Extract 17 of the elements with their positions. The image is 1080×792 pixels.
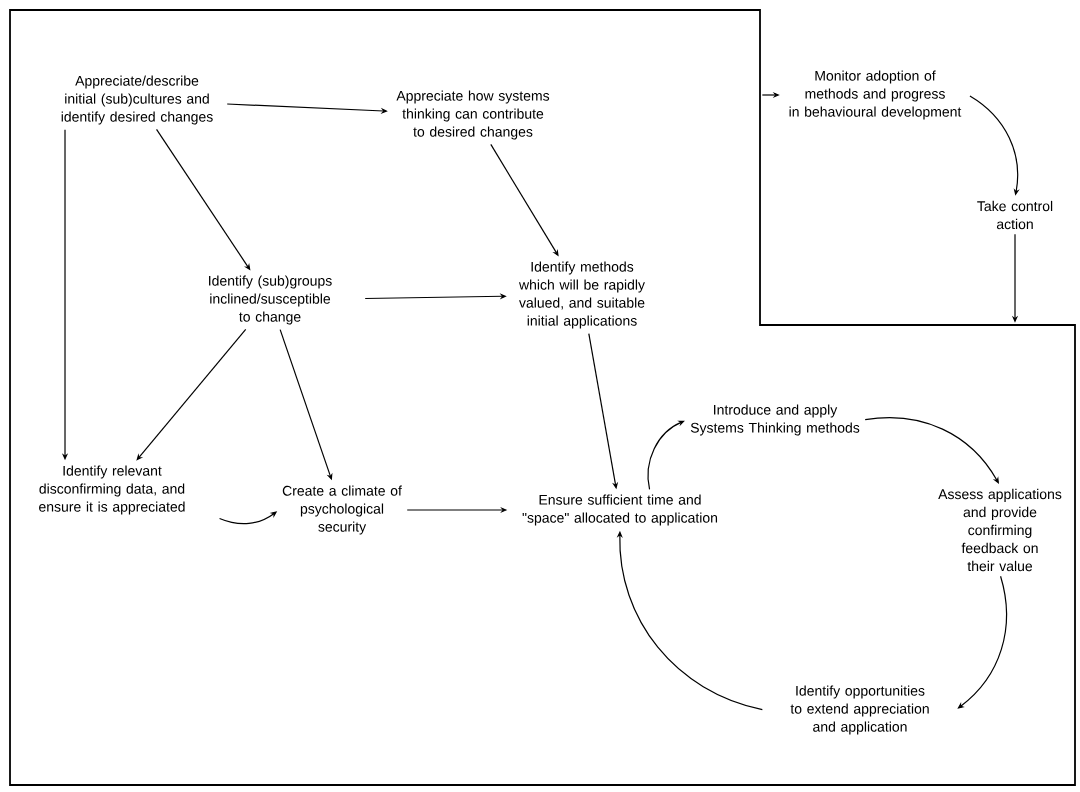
step-text: Ensure sufficient time and "space" allocated to application <box>522 494 718 526</box>
arrow <box>647 420 685 490</box>
step-text: Take control action <box>977 200 1053 230</box>
step-text: Introduce and apply Systems Thinking methods <box>690 404 860 436</box>
arrow <box>864 417 999 484</box>
step-text: Monitor adoption of methods and progress in behavioural development <box>789 70 962 120</box>
arrow <box>136 328 247 461</box>
step-text: Identify (sub)groups inclined/susceptible to change <box>209 275 332 325</box>
step-text: Appreciate how systems thinking can contribute to desired changes <box>396 90 550 140</box>
step-text: Identify opportunities to extend appreciation and application <box>790 685 929 735</box>
step-text: Identify relevant disconfirming data, and ensure it is appreciated <box>39 465 185 515</box>
step-text: Appreciate/describe initial (sub)cultures and identify desired changes <box>61 75 213 125</box>
step-text: Assess applications and provide confirming feedback on their value <box>938 488 1062 572</box>
arrow <box>957 575 1008 709</box>
step-text: Create a climate of psychological security <box>282 485 402 535</box>
frame <box>9 9 1076 786</box>
step-text: Identify methods which will be rapidly valued, and suitable initial applications <box>518 261 645 329</box>
